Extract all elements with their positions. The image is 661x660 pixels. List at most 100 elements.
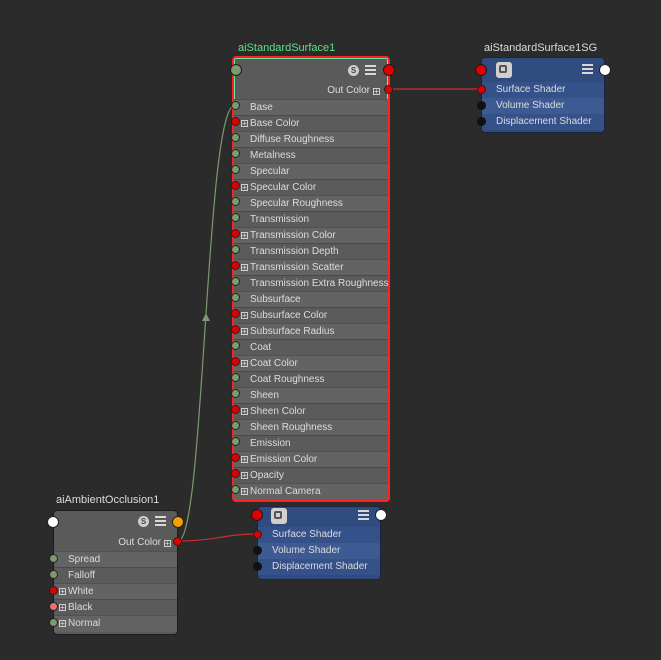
attribute-row[interactable]: +Black — [54, 599, 177, 616]
attribute-row[interactable]: +Normal — [54, 615, 177, 632]
attribute-input-port[interactable] — [231, 277, 240, 286]
attribute-row[interactable]: Subsurface — [234, 291, 388, 308]
surface-node-title[interactable]: aiStandardSurface1 — [238, 42, 336, 54]
attribute-input-port[interactable] — [231, 229, 240, 238]
sg-top-input-port[interactable] — [475, 64, 487, 76]
expand-icon[interactable]: + — [164, 539, 171, 548]
surface-output-port[interactable] — [383, 64, 395, 76]
swatch-icon[interactable]: S — [348, 65, 359, 76]
attribute-list-icon[interactable] — [582, 64, 593, 74]
attribute-row[interactable]: +Subsurface Color — [234, 307, 388, 324]
attribute-input-port[interactable] — [231, 357, 240, 366]
attribute-row[interactable]: Emission — [234, 435, 388, 452]
attribute-row[interactable]: Metalness — [234, 147, 388, 164]
attribute-input-port[interactable] — [231, 165, 240, 174]
occlusion-output-port[interactable] — [172, 516, 184, 528]
attribute-row[interactable]: Specular Roughness — [234, 195, 388, 212]
attribute-row[interactable]: Coat — [234, 339, 388, 356]
attribute-row[interactable]: Diffuse Roughness — [234, 131, 388, 148]
attribute-row[interactable]: +Opacity — [234, 467, 388, 484]
attribute-input-port[interactable] — [49, 602, 58, 611]
expand-icon[interactable]: + — [241, 311, 248, 320]
attribute-row[interactable]: Displacement Shader — [482, 114, 604, 130]
attribute-row[interactable]: +Base Color — [234, 115, 388, 132]
expand-icon[interactable]: + — [241, 183, 248, 192]
attribute-input-port[interactable] — [49, 570, 58, 579]
attribute-row[interactable]: +White — [54, 583, 177, 600]
attribute-input-port[interactable] — [231, 149, 240, 158]
attribute-input-port[interactable] — [231, 101, 240, 110]
attribute-input-port[interactable] — [231, 213, 240, 222]
sg-bottom-surface-shader-port[interactable] — [253, 530, 262, 539]
attribute-input-port[interactable] — [49, 618, 58, 627]
sg-top-displacement-shader-port[interactable] — [477, 117, 486, 126]
attribute-row[interactable]: Transmission Depth — [234, 243, 388, 260]
attribute-row[interactable]: Volume Shader — [258, 543, 380, 559]
attribute-row[interactable]: +Sheen Color — [234, 403, 388, 420]
attribute-input-port[interactable] — [231, 405, 240, 414]
swatch-icon[interactable]: S — [138, 516, 149, 527]
expand-icon[interactable]: + — [241, 455, 248, 464]
attribute-row[interactable]: Base — [234, 99, 388, 116]
attribute-input-port[interactable] — [231, 485, 240, 494]
attribute-row[interactable]: +Subsurface Radius — [234, 323, 388, 340]
attribute-row[interactable]: +Emission Color — [234, 451, 388, 468]
sg-node-title[interactable]: aiStandardSurface1SG — [484, 42, 598, 54]
occlusion-input-port[interactable] — [47, 516, 59, 528]
expand-icon[interactable]: + — [241, 263, 248, 272]
attribute-input-port[interactable] — [49, 586, 58, 595]
attribute-input-port[interactable] — [231, 181, 240, 190]
occlusion-out-color-port[interactable] — [173, 537, 182, 546]
surface-out-color-port[interactable] — [384, 85, 393, 94]
attribute-row[interactable]: Surface Shader — [482, 82, 604, 98]
sg-top-volume-shader-port[interactable] — [477, 101, 486, 110]
expand-icon[interactable]: + — [59, 619, 66, 628]
expand-icon[interactable]: + — [241, 119, 248, 128]
attribute-row[interactable]: Coat Roughness — [234, 371, 388, 388]
attribute-input-port[interactable] — [231, 421, 240, 430]
attribute-row[interactable]: +Specular Color — [234, 179, 388, 196]
expand-icon[interactable]: + — [241, 359, 248, 368]
attribute-input-port[interactable] — [231, 325, 240, 334]
attribute-row[interactable]: Displacement Shader — [258, 559, 380, 575]
attribute-input-port[interactable] — [231, 469, 240, 478]
sg-bottom-output-port[interactable] — [375, 509, 387, 521]
attribute-list-icon[interactable] — [155, 516, 166, 526]
attribute-input-port[interactable] — [231, 197, 240, 206]
attribute-input-port[interactable] — [231, 245, 240, 254]
attribute-input-port[interactable] — [231, 453, 240, 462]
attribute-list-icon[interactable] — [358, 510, 369, 520]
attribute-row[interactable]: +Transmission Color — [234, 227, 388, 244]
expand-icon[interactable]: + — [241, 327, 248, 336]
expand-icon[interactable]: + — [59, 587, 66, 596]
expand-icon[interactable]: + — [241, 471, 248, 480]
attribute-row[interactable]: Falloff — [54, 567, 177, 584]
surface-input-port[interactable] — [230, 64, 242, 76]
sg-top-surface-shader-port[interactable] — [477, 85, 486, 94]
sg-top-output-port[interactable] — [599, 64, 611, 76]
attribute-row[interactable]: Surface Shader — [258, 527, 380, 543]
attribute-row[interactable]: Transmission Extra Roughness — [234, 275, 389, 292]
expand-icon[interactable]: + — [241, 231, 248, 240]
attribute-row[interactable]: Spread — [54, 551, 177, 568]
attribute-row[interactable]: +Coat Color — [234, 355, 388, 372]
attribute-list-icon[interactable] — [365, 65, 376, 75]
attribute-row[interactable]: +Normal Camera — [234, 483, 388, 500]
attribute-input-port[interactable] — [231, 117, 240, 126]
expand-icon[interactable]: + — [373, 87, 380, 96]
attribute-input-port[interactable] — [231, 261, 240, 270]
occlusion-node-title[interactable]: aiAmbientOcclusion1 — [56, 494, 160, 506]
sg-bottom-input-port[interactable] — [251, 509, 263, 521]
attribute-row[interactable]: Specular — [234, 163, 388, 180]
attribute-input-port[interactable] — [231, 293, 240, 302]
attribute-input-port[interactable] — [231, 389, 240, 398]
expand-icon[interactable]: + — [241, 487, 248, 496]
expand-icon[interactable]: + — [241, 407, 248, 416]
expand-icon[interactable]: + — [59, 603, 66, 612]
attribute-row[interactable]: +Transmission Scatter — [234, 259, 388, 276]
attribute-input-port[interactable] — [231, 309, 240, 318]
